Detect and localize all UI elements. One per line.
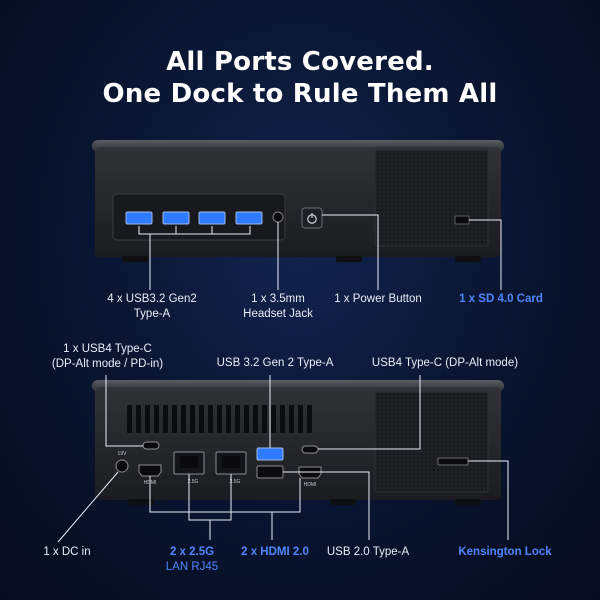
label-headset-jack: 1 x 3.5mm Headset Jack	[243, 293, 313, 320]
rear-usb20-port	[256, 465, 284, 479]
rear-device	[92, 380, 504, 505]
lan-mark-1: 2.5G	[188, 479, 199, 485]
usb4-right-port	[301, 445, 319, 454]
label-power-button: 1 x Power Button	[334, 293, 422, 305]
rear-vent-slots	[127, 405, 312, 433]
usb4-left-port	[142, 441, 160, 450]
label-usb4-left: 1 x USB4 Type-C (DP-Alt mode / PD-in)	[51, 343, 164, 370]
label-kensington-lock: Kensington Lock	[458, 546, 552, 558]
front-device	[92, 140, 504, 262]
label-usb4-right: USB4 Type-C (DP-Alt mode)	[371, 357, 519, 369]
label-lan-rj45: 2 x 2.5G LAN RJ45	[165, 546, 219, 573]
front-callout-lines	[138, 214, 502, 290]
label-dc-in: 1 x DC in	[43, 546, 91, 558]
kensington-slot	[437, 457, 469, 466]
dc-mark: 19V	[118, 451, 128, 457]
headline-line-2: One Dock to Rule Them All	[102, 79, 498, 109]
rear-callout-lines	[57, 375, 509, 543]
rear-usb32-port	[256, 447, 284, 461]
headline-line-1: All Ports Covered.	[166, 47, 434, 77]
label-usb20: USB 2.0 Type-A	[326, 546, 410, 558]
front-usb-a-ports	[125, 211, 263, 225]
label-usb32-gen2: USB 3.2 Gen 2 Type-A	[216, 357, 334, 369]
hdmi-left-port	[138, 464, 162, 477]
hdmi-right-mark: HDMI	[304, 482, 317, 488]
dc-in-port	[115, 459, 129, 473]
label-front-usb: 4 x USB3.2 Gen2 Type-A	[107, 293, 197, 320]
lan-mark-2: 2.5G	[230, 479, 241, 485]
label-hdmi: 2 x HDMI 2.0	[241, 546, 309, 558]
label-sd-card: 1 x SD 4.0 Card	[459, 293, 543, 305]
sd-card-slot	[454, 215, 470, 225]
headset-jack-port	[272, 211, 284, 223]
